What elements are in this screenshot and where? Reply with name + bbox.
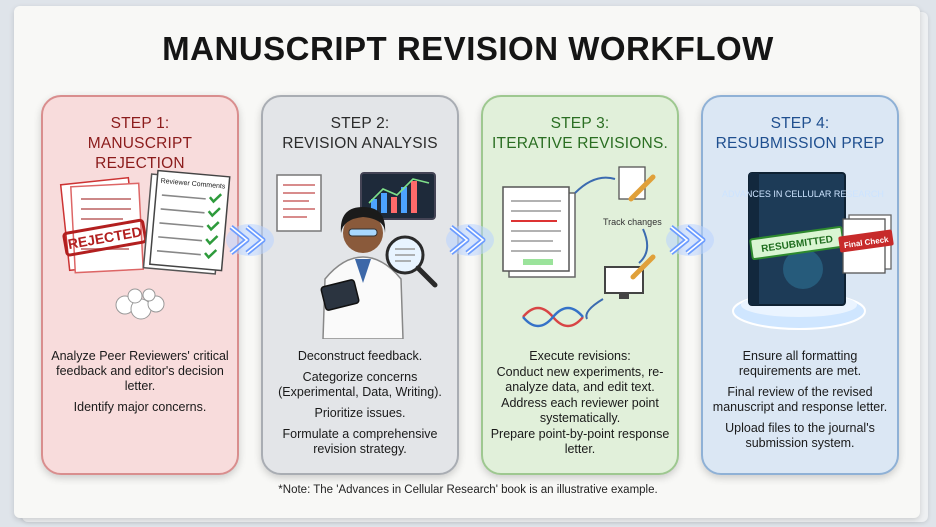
step-4-label: STEP 4: xyxy=(770,115,830,132)
step-3-header: STEP 3: ITERATIVE REVISIONS. xyxy=(483,114,677,154)
step-2-illustration xyxy=(276,172,438,339)
step-4-name: RESUBMISSION PREP xyxy=(715,135,885,152)
step-2-text-4: Formulate a comprehensive revision strat… xyxy=(282,427,438,456)
step-3-text-3: Address each reviewer point systematical… xyxy=(501,396,659,425)
step-1-body: Analyze Peer Reviewers' critical feedbac… xyxy=(49,349,231,421)
step-3-illustration: Track changes xyxy=(502,166,662,328)
scientist-icon xyxy=(322,207,404,339)
step-4-card: STEP 4: RESUBMISSION PREP ADVANCES IN CE… xyxy=(701,95,899,475)
step-2-body: Deconstruct feedback. Categorize concern… xyxy=(269,349,451,463)
step-2-card: STEP 2: REVISION ANALYSIS xyxy=(261,95,459,475)
glowing-arrow-icon xyxy=(446,224,494,256)
final-check-document-icon: Final Check xyxy=(838,214,894,274)
document-icon xyxy=(276,174,322,232)
step-1-name: MANUSCRIPT REJECTION xyxy=(87,135,193,172)
dna-icon xyxy=(522,306,584,328)
tablet-icon xyxy=(320,279,360,311)
step-1-text-2: Identify major concerns. xyxy=(73,400,207,414)
step-3-text-1: Execute revisions: xyxy=(529,349,631,363)
glowing-arrow-icon xyxy=(666,224,714,256)
step-2-name: REVISION ANALYSIS xyxy=(282,135,438,152)
step-4-text-1: Ensure all formatting requirements are m… xyxy=(738,349,862,378)
document-icon xyxy=(502,186,576,278)
cycle-arrows-icon xyxy=(574,176,649,320)
step-4-illustration: ADVANCES IN CELLULAR RESEARCH RESUBMITTE… xyxy=(722,172,894,330)
step-3-text-4: Prepare point-by-point response letter. xyxy=(490,427,670,456)
magnifier-icon xyxy=(385,235,438,288)
step-1-header: STEP 1: MANUSCRIPT REJECTION xyxy=(43,114,237,174)
step-2-header: STEP 2: REVISION ANALYSIS xyxy=(263,114,457,154)
step-2-text-2: Categorize concerns (Experimental, Data,… xyxy=(278,370,442,399)
step-3-name: ITERATIVE REVISIONS. xyxy=(492,135,668,152)
step-3-body: Execute revisions: Conduct new experimen… xyxy=(489,349,671,463)
step-1-label: STEP 1: xyxy=(110,115,170,132)
step-4-text-2: Final review of the revised manuscript a… xyxy=(712,385,888,414)
page-title: MANUSCRIPT REVISION WORKFLOW xyxy=(162,30,774,67)
book-title-text: ADVANCES IN CELLULAR RESEARCH xyxy=(722,189,884,199)
checklist-icon: Reviewer Comments xyxy=(142,169,231,275)
crumpled-paper-icon xyxy=(115,288,165,320)
step-1-illustration: REJECTED Reviewer Comments xyxy=(59,169,231,320)
step-2-text-1: Deconstruct feedback. xyxy=(297,349,423,363)
pencil-icon xyxy=(618,166,656,202)
step-4-text-3: Upload files to the journal's submission… xyxy=(725,421,875,450)
step-1-card: STEP 1: MANUSCRIPT REJECTION REJECTED Re… xyxy=(41,95,239,475)
step-3-text-2: Conduct new experiments, re-analyze data… xyxy=(496,365,664,394)
step-3-card: STEP 3: ITERATIVE REVISIONS. Track chang… xyxy=(481,95,679,475)
footnote: *Note: The 'Advances in Cellular Researc… xyxy=(278,484,658,496)
monitor-icon xyxy=(604,254,656,299)
step-4-header: STEP 4: RESUBMISSION PREP xyxy=(703,114,897,154)
step-1-text-1: Analyze Peer Reviewers' critical feedbac… xyxy=(51,349,229,393)
track-changes-label: Track changes xyxy=(603,217,662,227)
chart-icon xyxy=(360,172,436,220)
step-2-text-3: Prioritize issues. xyxy=(314,406,406,420)
glowing-arrow-icon xyxy=(226,224,274,256)
step-4-body: Ensure all formatting requirements are m… xyxy=(709,349,891,457)
step-3-label: STEP 3: xyxy=(550,115,610,132)
step-2-label: STEP 2: xyxy=(330,115,390,132)
